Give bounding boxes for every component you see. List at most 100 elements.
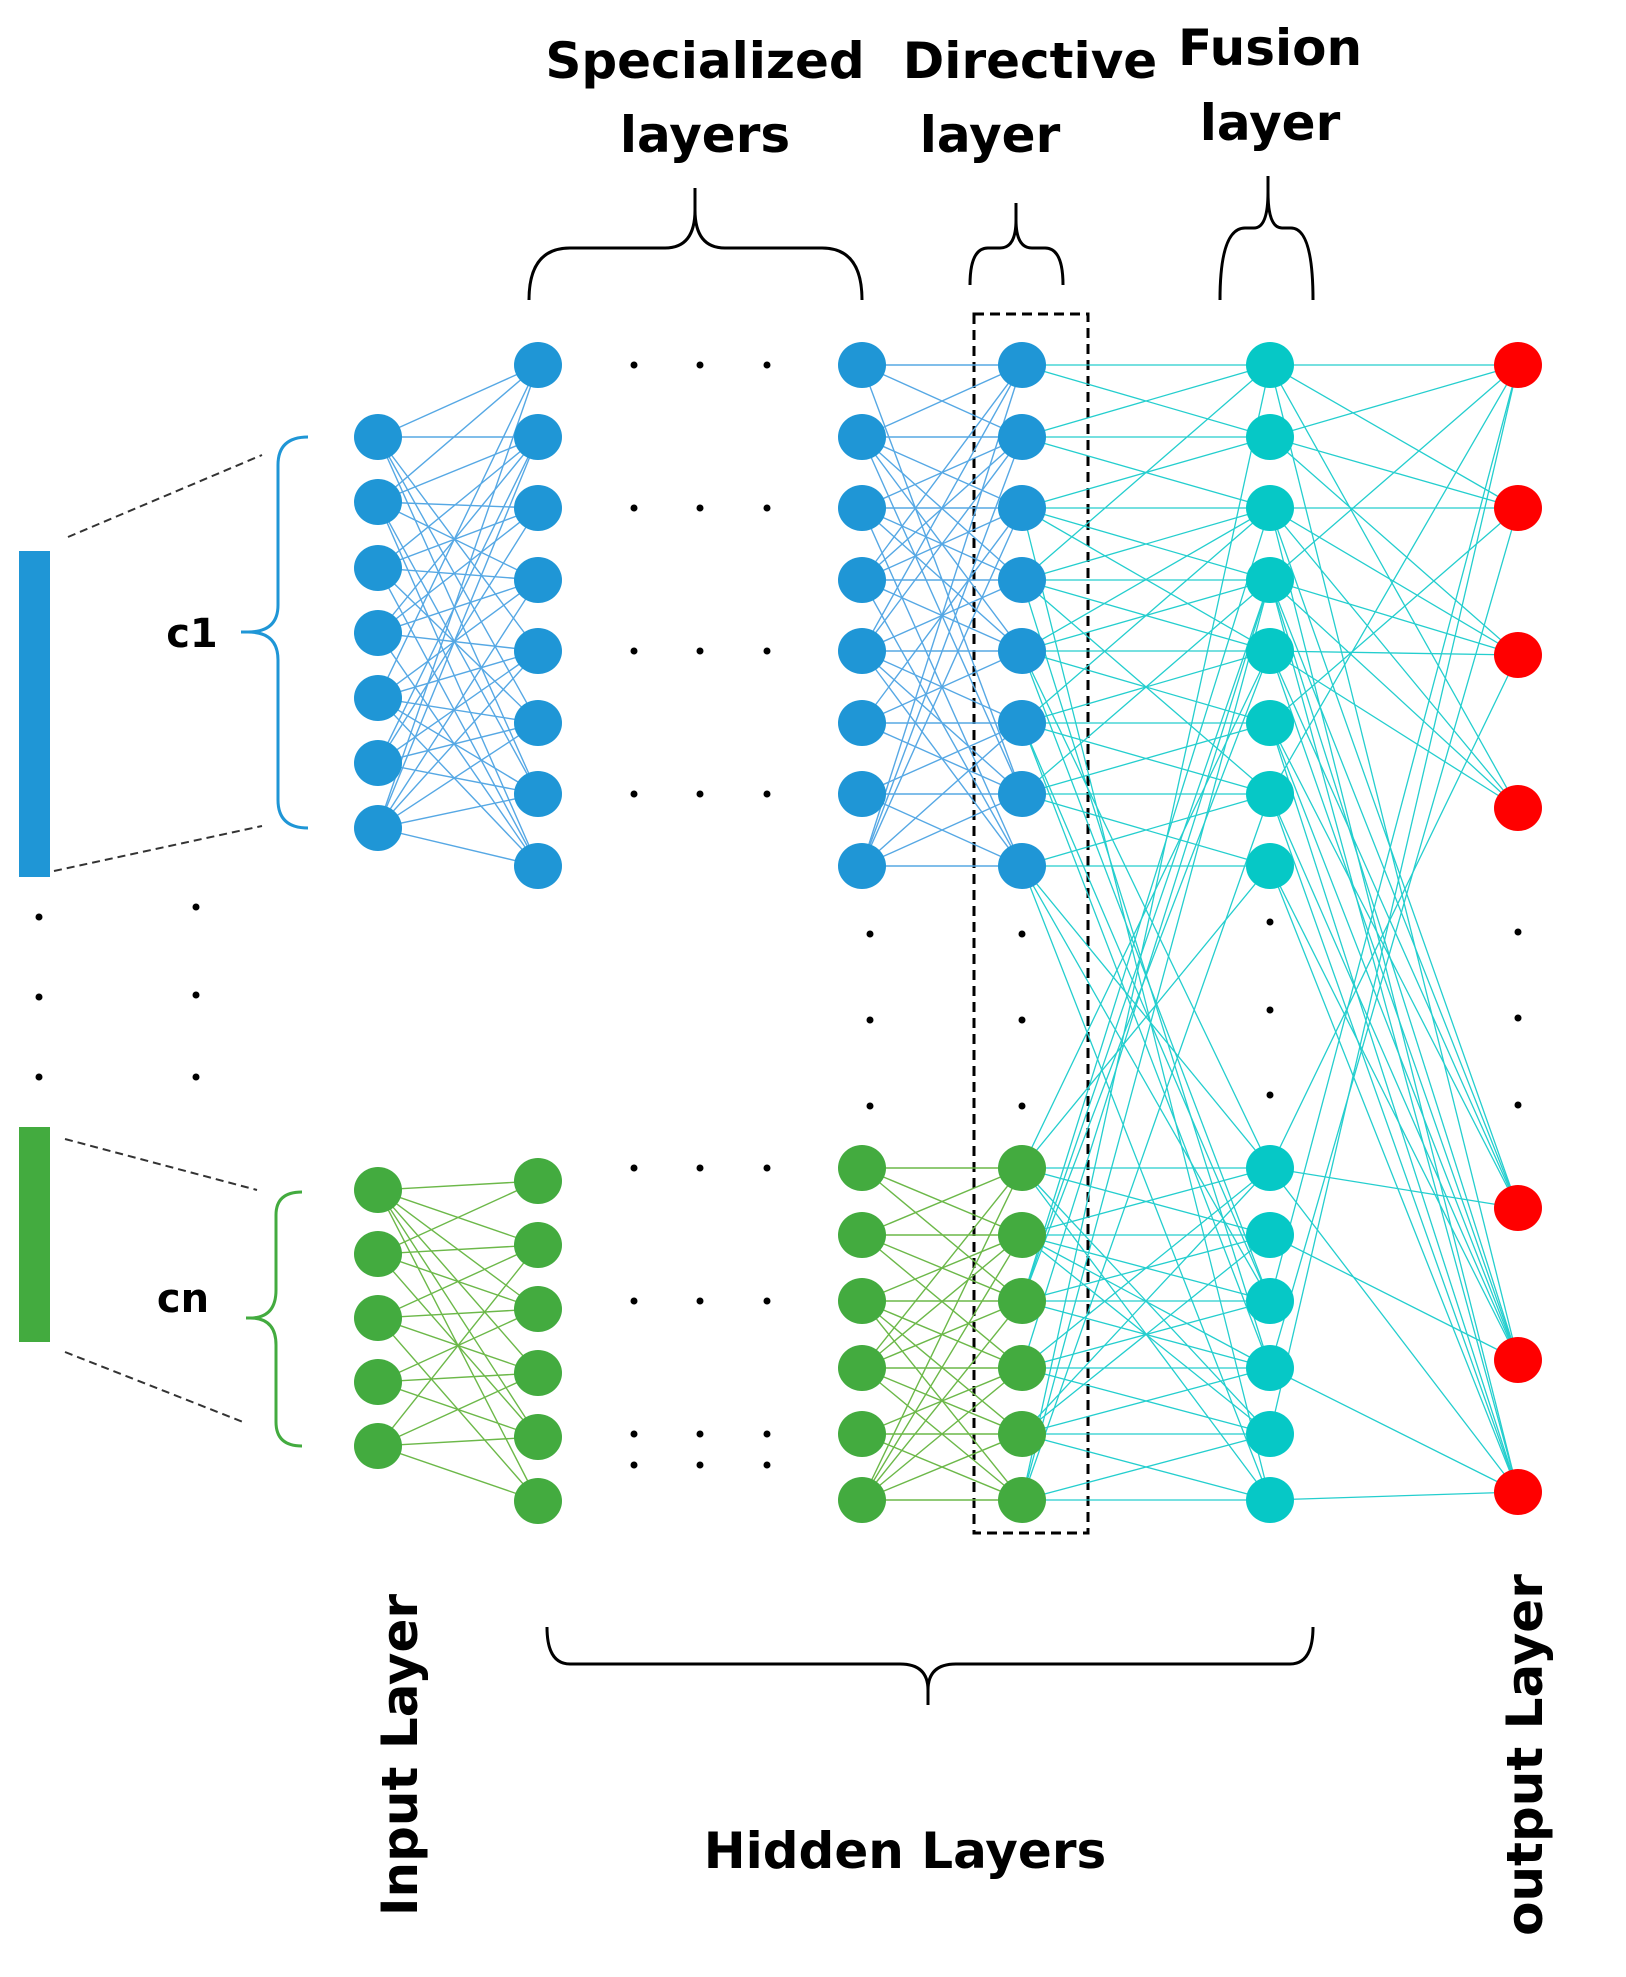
connection-line [377,1445,539,1502]
connection-line [1021,579,1271,1369]
connection-line [1269,722,1519,1209]
connection-line [861,1167,1023,1236]
connection-line [1269,865,1519,1361]
connection-line [1269,364,1519,509]
ellipsis-dot [1266,1091,1274,1099]
connection-line [1021,507,1271,1501]
connection-line [1269,579,1519,809]
connection-line [1021,507,1271,1302]
specialized-neuron-cn [838,1345,886,1391]
ellipsis-dot [763,1430,771,1438]
connection-line [1021,793,1271,1501]
projection-line [53,825,263,872]
projection-line [64,1138,258,1191]
connection-line [377,436,539,829]
fusion-neuron [1246,1278,1294,1324]
connection-line [1269,507,1519,809]
connection-line [377,827,539,867]
connection-line [377,567,539,724]
connection-line [861,507,1023,867]
connection-line [377,1372,539,1383]
specialized-neuron-cn [838,1477,886,1523]
connection-line [377,722,539,829]
ellipsis-dot [1514,1101,1522,1109]
ellipsis-dot [630,1164,638,1172]
specialized-neuron-cn [514,1286,562,1332]
specialized-neuron-cn [514,1350,562,1396]
output-layer-label: output Layer [1496,1574,1554,1936]
connection-line [1269,1167,1519,1209]
connection-line [861,1433,1023,1501]
ellipsis-dot [866,1102,874,1110]
ellipsis-dot [1514,1014,1522,1022]
connection-line [1269,1367,1519,1493]
fusion-heading-line-2: layer [1200,94,1341,152]
directive-heading-line-1: Directive [903,32,1157,90]
connection-line [377,650,539,699]
connection-line [1021,579,1271,795]
connection-line [377,501,539,509]
ellipsis-dot [630,647,638,655]
directive-neuron-c1 [998,414,1046,460]
connection-line [1269,364,1519,1361]
fusion-neuron [1246,485,1294,531]
specialized-neuron-c1 [514,557,562,603]
connection-line [1021,865,1271,1302]
ellipsis-dot [1018,1016,1026,1024]
ellipsis-dot [696,1164,704,1172]
specialized-neuron-c1 [514,700,562,746]
fusion-neuron [1246,414,1294,460]
cn-label: cn [157,1276,209,1322]
connection-line [377,632,539,867]
specialized-neuron-c1 [514,414,562,460]
connection-line [1269,579,1519,1361]
connection-line [377,697,539,795]
connection-line [1021,1433,1271,1501]
fusion-brace [1218,176,1315,301]
connection-line [1269,793,1519,1493]
specialized-neuron-c1 [514,628,562,674]
fusion-neuron [1246,1345,1294,1391]
connection-line [861,364,1023,438]
connection-line [1269,507,1519,1209]
connection-line [377,567,539,867]
connection-line [1269,579,1519,656]
hidden-layers-brace [545,1626,1315,1705]
specialized-neuron-cn [514,1414,562,1460]
connection-line [377,436,539,652]
connection-line [377,579,539,699]
specialized-neuron-cn [838,1145,886,1191]
connection-line [377,1372,539,1447]
connection-line [377,436,539,569]
connection-line [1021,650,1271,1169]
output-neuron [1494,1337,1542,1383]
connection-line [1021,1367,1271,1435]
connection-line [1269,1491,1519,1501]
specialized-heading-line-1: Specialized [545,32,864,90]
connection-line [1269,1167,1519,1493]
input-neuron-c1 [354,610,402,656]
ellipsis-dot [35,1073,43,1081]
connection-line [377,436,539,634]
connection-line [377,501,539,867]
output-neuron [1494,342,1542,388]
connection-line [861,436,1023,652]
input-bar-cn [19,1127,50,1342]
connection-line [1021,722,1271,1302]
connection-line [861,722,1023,867]
input-neuron-cn [354,1359,402,1405]
connection-line [377,364,539,503]
connection-line [377,1244,539,1319]
connection-line [1021,1167,1271,1435]
specialized-neuron-cn [514,1222,562,1268]
connection-line [861,364,1023,867]
ellipsis-dot [763,790,771,798]
connection-line [377,1436,539,1447]
connection-line [861,436,1023,867]
directive-neuron-c1 [998,700,1046,746]
ellipsis-dot [866,930,874,938]
connection-line [1269,507,1519,1493]
connection-line [1021,507,1271,724]
ellipsis-dot [696,647,704,655]
